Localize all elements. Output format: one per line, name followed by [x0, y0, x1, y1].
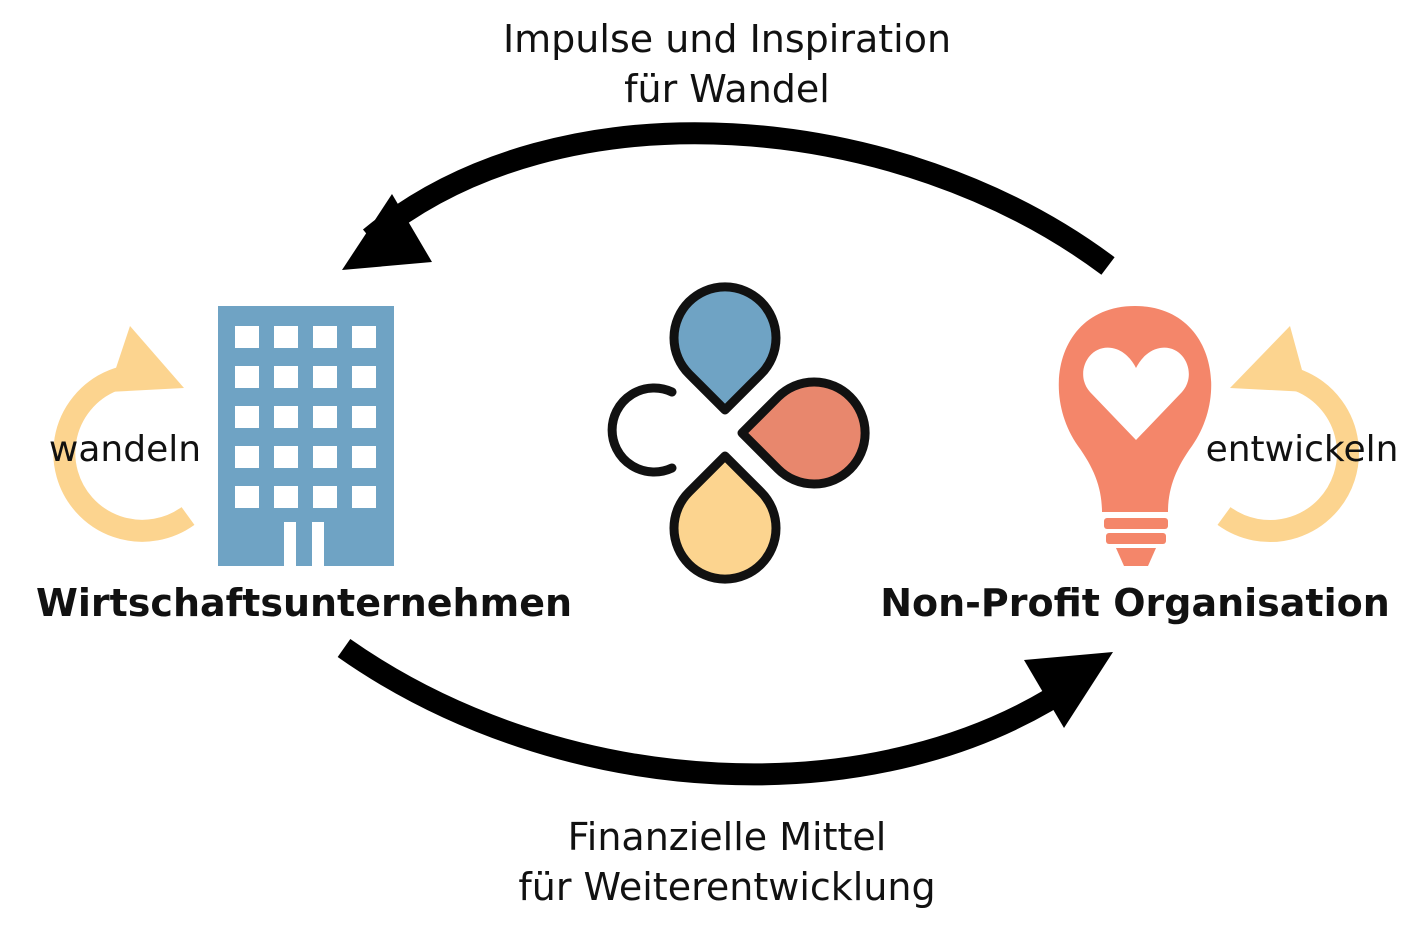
right-cycle-arrow-icon	[1217, 326, 1359, 542]
left-cycle-arrow-icon	[53, 326, 195, 542]
left-cycle-label: wandeln	[48, 429, 202, 470]
right-node-title: Non-Profit Organisation	[880, 581, 1390, 625]
right-cycle-label: entwickeln	[1205, 429, 1399, 470]
bottom-flow-caption: Finanzielle Mittel für Weiterentwicklung	[377, 812, 1077, 912]
top-flow-arrow	[342, 122, 1115, 275]
clover-logo-icon	[607, 282, 870, 584]
top-flow-caption: Impulse und Inspiration für Wandel	[377, 14, 1077, 114]
bottom-flow-arrow	[337, 639, 1113, 786]
top-flow-caption-line-2: für Wandel	[624, 67, 830, 111]
office-building-icon	[218, 306, 394, 566]
bottom-flow-caption-line-2: für Weiterentwicklung	[518, 865, 936, 909]
heart-lightbulb-icon	[1058, 306, 1212, 566]
bottom-flow-caption-line-1: Finanzielle Mittel	[567, 815, 887, 859]
left-node-title: Wirtschaftsunternehmen	[35, 581, 573, 625]
top-flow-caption-line-1: Impulse und Inspiration	[502, 17, 952, 61]
